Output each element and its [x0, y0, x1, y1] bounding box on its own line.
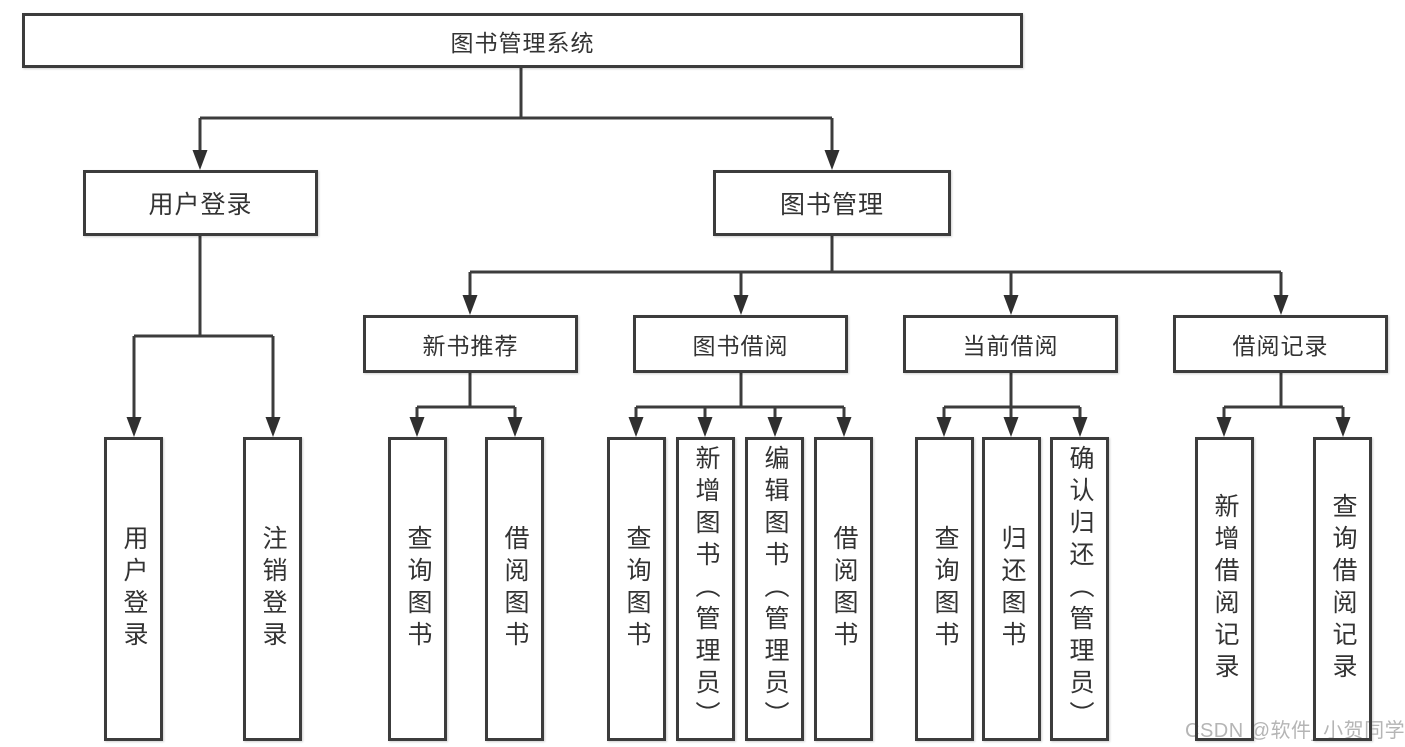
connector-bookmgmt-to-level3 — [468, 236, 1283, 297]
node-user-login: 用户登录 — [83, 170, 318, 236]
arrowhead-icon — [265, 417, 281, 437]
leaf-current-return-books-label: 归还图书 — [998, 525, 1026, 653]
leaf-current-return-books: 归还图书 — [982, 437, 1041, 741]
node-library-management-system-label: 图书管理系统 — [450, 29, 595, 56]
leaf-logout-label: 注销登录 — [259, 525, 287, 653]
arrowhead-icon — [836, 417, 852, 437]
arrowhead-icon — [462, 295, 478, 315]
node-book-management: 图书管理 — [713, 170, 951, 236]
leaf-current-query-books: 查询图书 — [915, 437, 974, 741]
node-book-borrowing: 图书借阅 — [633, 315, 848, 373]
node-new-book-recommend: 新书推荐 — [363, 315, 578, 373]
leaf-current-confirm-return-admin-label: 确认归还（管理员） — [1066, 445, 1094, 733]
leaf-current-confirm-return-admin: 确认归还（管理员） — [1050, 437, 1109, 741]
node-borrowing-records-label: 借阅记录 — [1232, 333, 1329, 359]
arrowhead-icon — [409, 417, 425, 437]
arrowhead-icon — [1072, 417, 1088, 437]
arrowhead-icon — [733, 295, 749, 315]
leaf-newbook-query-books-label: 查询图书 — [404, 525, 432, 653]
leaf-newbook-query-books: 查询图书 — [388, 437, 447, 741]
leaf-newbook-borrow-books: 借阅图书 — [485, 437, 544, 741]
leaf-records-query-borrow-record-label: 查询借阅记录 — [1329, 493, 1357, 685]
node-book-management-label: 图书管理 — [779, 191, 884, 219]
connector-newbook-to-leaves — [415, 373, 517, 420]
leaf-records-query-borrow-record: 查询借阅记录 — [1313, 437, 1372, 741]
arrowhead-icon — [1003, 295, 1019, 315]
leaf-borrowing-borrow-books-label: 借阅图书 — [830, 525, 858, 653]
leaf-borrowing-add-book-admin: 新增图书（管理员） — [676, 437, 735, 741]
node-new-book-recommend-label: 新书推荐 — [422, 333, 519, 359]
leaf-borrowing-query-books: 查询图书 — [607, 437, 666, 741]
node-user-login-label: 用户登录 — [148, 191, 253, 219]
arrowhead-icon — [628, 417, 644, 437]
arrowhead-icon — [1003, 417, 1019, 437]
arrowhead-icon — [936, 417, 952, 437]
leaf-newbook-borrow-books-label: 借阅图书 — [501, 525, 529, 653]
leaf-records-add-borrow-record: 新增借阅记录 — [1195, 437, 1254, 741]
csdn-watermark: CSDN @软件_小贺同学 — [1185, 720, 1405, 742]
connector-userlogin-to-leaves — [132, 236, 275, 420]
leaf-user-login: 用户登录 — [104, 437, 163, 741]
leaf-current-query-books-label: 查询图书 — [931, 525, 959, 653]
node-current-borrowing-label: 当前借阅 — [962, 333, 1059, 359]
node-current-borrowing: 当前借阅 — [903, 315, 1118, 373]
arrowhead-icon — [1216, 417, 1232, 437]
arrowhead-icon — [192, 150, 208, 170]
leaf-borrowing-query-books-label: 查询图书 — [623, 525, 651, 653]
leaf-borrowing-add-book-admin-label: 新增图书（管理员） — [692, 445, 720, 733]
arrowhead-icon — [507, 417, 523, 437]
leaf-borrowing-borrow-books: 借阅图书 — [814, 437, 873, 741]
connector-bookborrow-to-leaves — [634, 373, 846, 420]
arrowhead-icon — [767, 417, 783, 437]
leaf-records-add-borrow-record-label: 新增借阅记录 — [1211, 493, 1239, 685]
leaf-logout: 注销登录 — [243, 437, 302, 741]
arrowhead-icon — [824, 150, 840, 170]
connector-root-to-level2 — [198, 68, 834, 152]
arrowhead-icon — [1273, 295, 1289, 315]
arrowhead-icon — [1335, 417, 1351, 437]
node-book-borrowing-label: 图书借阅 — [692, 333, 789, 359]
arrowheads — [126, 150, 1351, 437]
connector-lines — [132, 68, 1345, 420]
connector-borrowrecord-to-leaves — [1222, 373, 1345, 420]
leaf-borrowing-edit-book-admin-label: 编辑图书（管理员） — [761, 445, 789, 733]
node-library-management-system: 图书管理系统 — [22, 13, 1023, 68]
arrowhead-icon — [697, 417, 713, 437]
connector-currentborrow-to-leaves — [942, 373, 1082, 420]
node-borrowing-records: 借阅记录 — [1173, 315, 1388, 373]
arrowhead-icon — [126, 417, 142, 437]
leaf-borrowing-edit-book-admin: 编辑图书（管理员） — [745, 437, 804, 741]
leaf-user-login-label: 用户登录 — [120, 525, 148, 653]
